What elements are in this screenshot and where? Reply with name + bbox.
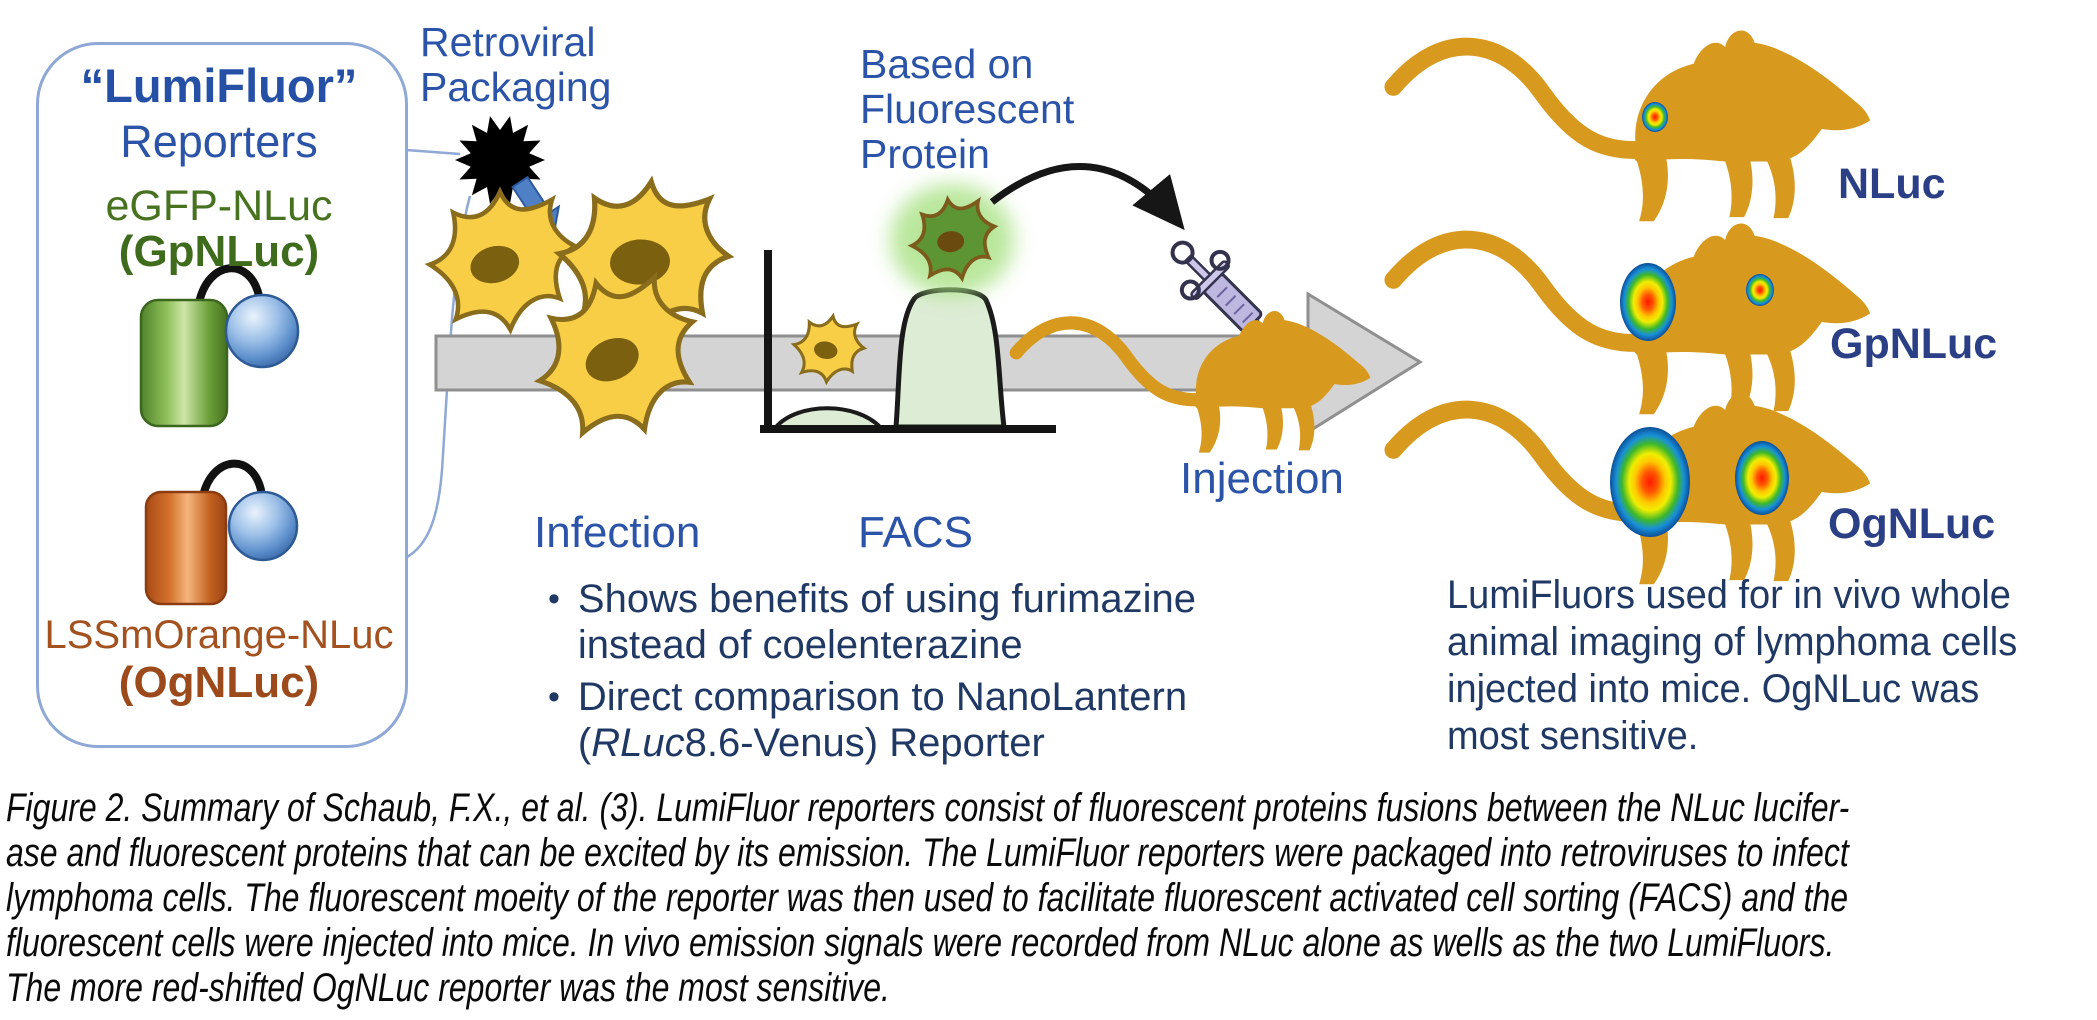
retroviral-packaging-label: Retroviral Packaging xyxy=(420,19,612,110)
based-on-fluorescent-protein-label: Based on Fluorescent Protein xyxy=(860,41,1075,177)
mouse-label-nluc: NLuc xyxy=(1838,160,1946,208)
ognluc-construct-icon xyxy=(144,459,299,606)
unsorted-cell-icon xyxy=(787,308,870,389)
bullet-furimazine: • Shows benefits of using furimazine ins… xyxy=(548,576,1196,668)
reporter-legend-box xyxy=(36,42,408,748)
bullet-text-pre: Direct comparison to NanoLantern ( xyxy=(577,675,1188,765)
infected-cells-icon xyxy=(430,171,738,452)
sorted-cell-icon xyxy=(905,193,1002,285)
ognluc-short-label: (OgNLuc) xyxy=(118,658,320,707)
reporter-box-title: “LumiFluor” xyxy=(80,59,358,112)
facs-plot xyxy=(760,184,1056,433)
bullet-marker: • xyxy=(548,580,560,618)
injection-label: Injection xyxy=(1180,454,1344,503)
infection-label: Infection xyxy=(534,508,701,557)
gpnluc-short-label: (GpNLuc) xyxy=(118,227,320,276)
bullet-furimazine-text: Shows benefits of using furimazine inste… xyxy=(577,577,1197,667)
gpnluc-name-label: eGFP-NLuc xyxy=(105,182,333,230)
figure-caption: Figure 2. Summary of Schaub, F.X., et al… xyxy=(6,786,1850,1010)
heat-spot-nluc xyxy=(1642,102,1668,132)
mouse-label-gpnluc: GpNLuc xyxy=(1830,320,1998,368)
mouse-label-ognluc: OgNLuc xyxy=(1828,500,1996,548)
heat-spot-ognluc-hip xyxy=(1610,427,1690,537)
bullet-nanolantern: • Direct comparison to NanoLantern (RLuc… xyxy=(548,674,1187,766)
heatmap-spots xyxy=(1610,102,1789,537)
mouse-nluc-icon xyxy=(1393,31,1870,222)
bullet-text-italic-rluc: RLuc xyxy=(591,721,685,765)
heat-spot-gpnluc-hip xyxy=(1620,263,1676,341)
side-note: LumiFluors used for in vivo whole animal… xyxy=(1447,573,2018,758)
bullet-text-post: 8.6-Venus) Reporter xyxy=(684,721,1045,765)
ognluc-name-label: LSSmOrange-NLuc xyxy=(44,613,394,657)
bullet-nanolantern-text: Direct comparison to NanoLantern (RLuc8.… xyxy=(578,674,1187,766)
reporter-box-subtitle: Reporters xyxy=(120,116,318,167)
gpnluc-construct-icon xyxy=(139,264,300,428)
heat-spot-ognluc-shoulder xyxy=(1735,441,1789,515)
heat-spot-gpnluc-shoulder xyxy=(1746,274,1774,306)
sorting-arrow-icon xyxy=(989,162,1185,231)
facs-label: FACS xyxy=(858,508,973,557)
bullet-marker: • xyxy=(548,678,560,716)
